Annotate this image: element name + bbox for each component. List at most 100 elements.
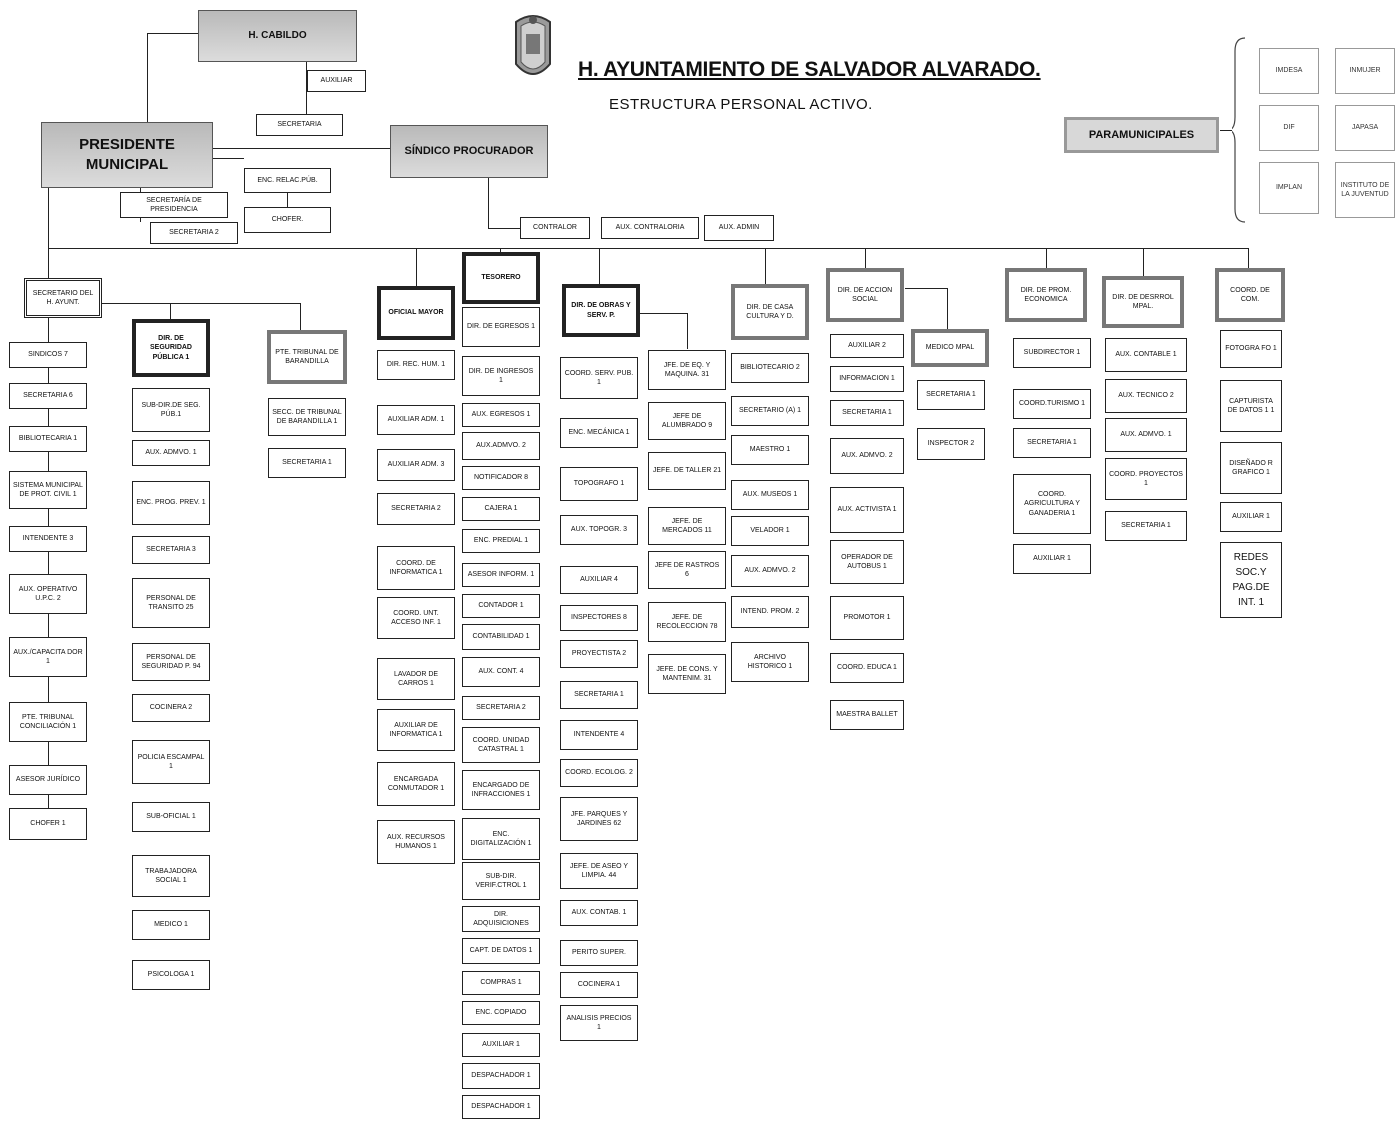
org-box-col8-0: AUXILIAR 2 <box>830 334 904 358</box>
org-box-col5-11: JEFE. DE ASEO Y LIMPIA. 44 <box>560 853 638 889</box>
org-box-col5-1: ENC. MECÁNICA 1 <box>560 418 638 448</box>
org-box-col5-9: COORD. ECOLOG. 2 <box>560 759 638 787</box>
org-box-col4-19: ENC. COPIADO <box>462 1001 540 1025</box>
org-box-col3-5: COORD. UNT. ACCESO INF. 1 <box>377 597 455 639</box>
paramunicipal-japasa: JAPASA <box>1335 105 1395 151</box>
org-box-col1-5: PERSONAL DE SEGURIDAD P. 94 <box>132 643 210 681</box>
paramunicipal-dif: DIF <box>1259 105 1319 151</box>
col-head-cultura: DIR. DE CASA CULTURA Y D. <box>731 284 809 340</box>
col-head-obras: DIR. DE OBRAS Y SERV. P. <box>562 284 640 337</box>
org-box-col8-2: SECRETARIA 1 <box>830 400 904 426</box>
org-box-col4-3: AUX.ADMVO. 2 <box>462 432 540 460</box>
org-box-col4-7: ASESOR INFORM. 1 <box>462 563 540 587</box>
org-box-col8-5: OPERADOR DE AUTOBUS 1 <box>830 540 904 584</box>
col-head-prom-economica: DIR. DE PROM. ECONOMICA <box>1005 268 1087 322</box>
org-box-col5-10: JFE. PARQUES Y JARDINES 62 <box>560 797 638 841</box>
col-head-seguridad: DIR. DE SEGURIDAD PÚBLICA 1 <box>132 319 210 377</box>
org-box-col10-0: SUBDIRECTOR 1 <box>1013 338 1091 368</box>
paramunicipal-inmujer: INMUJER <box>1335 48 1395 94</box>
org-box-col12-0: FOTOGRA FO 1 <box>1220 330 1282 368</box>
org-box-col4-6: ENC. PREDIAL 1 <box>462 529 540 553</box>
org-box-col0-8: ASESOR JURÍDICO <box>9 765 87 795</box>
org-box-col8-7: COORD. EDUCA 1 <box>830 653 904 683</box>
org-box-col5-0: COORD. SERV. PUB. 1 <box>560 357 638 399</box>
org-box-col4-14: ENC. DIGITALIZACIÓN 1 <box>462 818 540 860</box>
brace-icon <box>1232 37 1246 223</box>
org-box-col11-3: COORD. PROYECTOS 1 <box>1105 458 1187 500</box>
org-box-col4-1: DIR. DE INGRESOS 1 <box>462 356 540 396</box>
org-box-col4-2: AUX. EGRESOS 1 <box>462 403 540 427</box>
org-box-col12-3: AUXILIAR 1 <box>1220 502 1282 532</box>
org-box-col6-0: JFE. DE EQ. Y MAQUINA. 31 <box>648 350 726 390</box>
org-box-col6-2: JEFE. DE TALLER 21 <box>648 452 726 490</box>
org-box-col4-9: CONTABILIDAD 1 <box>462 624 540 650</box>
aux-admin-box: AUX. ADMIN <box>704 215 774 241</box>
org-box-col6-4: JEFE DE RASTROS 6 <box>648 551 726 589</box>
org-box-col4-13: ENCARGADO DE INFRACCIONES 1 <box>462 770 540 810</box>
org-box-col10-4: AUXILIAR 1 <box>1013 544 1091 574</box>
chofer-box: CHOFER. <box>244 207 331 233</box>
org-box-col7-3: AUX. MUSEOS 1 <box>731 480 809 510</box>
cabildo-secretaria-box: SECRETARIA <box>256 114 343 136</box>
org-box-col4-16: DIR. ADQUISICIONES <box>462 906 540 932</box>
org-box-col4-0: DIR. DE EGRESOS 1 <box>462 307 540 347</box>
org-box-col0-4: INTENDENTE 3 <box>9 526 87 552</box>
org-box-col4-8: CONTADOR 1 <box>462 594 540 618</box>
col-head-medico: MEDICO MPAL <box>911 329 989 367</box>
org-box-col6-6: JEFE. DE CONS. Y MANTENIM. 31 <box>648 654 726 694</box>
org-box-col1-8: SUB-OFICIAL 1 <box>132 802 210 832</box>
org-box-col8-1: INFORMACION 1 <box>830 366 904 392</box>
org-box-col12-2: DISEÑADO R GRAFICO 1 <box>1220 442 1282 494</box>
org-box-col4-18: COMPRAS 1 <box>462 971 540 995</box>
org-box-col1-6: COCINERA 2 <box>132 694 210 722</box>
paramunicipal-imdesa: IMDESA <box>1259 48 1319 94</box>
org-box-col10-2: SECRETARIA 1 <box>1013 428 1091 458</box>
org-box-col9-0: SECRETARIA 1 <box>917 380 985 410</box>
org-box-col7-5: AUX. ADMVO. 2 <box>731 555 809 587</box>
org-box-col3-6: LAVADOR DE CARROS 1 <box>377 658 455 700</box>
org-box-col3-8: ENCARGADA CONMUTADOR 1 <box>377 762 455 806</box>
org-box-col12-4: REDES SOC.Y PAG.DE INT. 1 <box>1220 542 1282 618</box>
sindico-box: SÍNDICO PROCURADOR <box>390 125 548 178</box>
secretaria-2-box: SECRETARIA 2 <box>150 222 238 244</box>
org-box-col6-5: JEFE. DE RECOLECCION 78 <box>648 602 726 642</box>
col-head-comunicacion: COORD. DE COM. <box>1215 268 1285 322</box>
org-box-col3-3: SECRETARIA 2 <box>377 493 455 525</box>
org-box-col8-8: MAESTRA BALLET <box>830 700 904 730</box>
org-box-col8-4: AUX. ACTIVISTA 1 <box>830 487 904 533</box>
secretaria-presidencia-box: SECRETARÍA DE PRESIDENCIA <box>120 192 228 218</box>
paramunicipales-box: PARAMUNICIPALES <box>1064 117 1219 153</box>
org-box-col5-12: AUX. CONTAB. 1 <box>560 900 638 926</box>
org-box-col4-12: COORD. UNIDAD CATASTRAL 1 <box>462 727 540 763</box>
col-head-accion-social: DIR. DE ACCION SOCIAL <box>826 268 904 322</box>
org-box-col7-4: VELADOR 1 <box>731 516 809 546</box>
org-box-col5-15: ANALISIS PRECIOS 1 <box>560 1005 638 1041</box>
org-box-col5-3: AUX. TOPOGR. 3 <box>560 515 638 545</box>
org-box-col11-4: SECRETARIA 1 <box>1105 511 1187 541</box>
org-box-col5-14: COCINERA 1 <box>560 972 638 998</box>
cabildo-box: H. CABILDO <box>198 10 357 62</box>
col-head-tribunal: PTE. TRIBUNAL DE BARANDILLA <box>267 330 347 384</box>
org-box-col5-4: AUXILIAR 4 <box>560 566 638 594</box>
org-box-col0-0: SINDICOS 7 <box>9 342 87 368</box>
org-box-col11-0: AUX. CONTABLE 1 <box>1105 338 1187 372</box>
org-box-col2-1: SECRETARIA 1 <box>268 448 346 478</box>
org-box-col4-4: NOTIFICADOR 8 <box>462 466 540 490</box>
org-box-col4-17: CAPT. DE DATOS 1 <box>462 938 540 964</box>
org-box-col3-9: AUX. RECURSOS HUMANOS 1 <box>377 820 455 864</box>
paramunicipal-implan: IMPLAN <box>1259 162 1319 214</box>
org-box-col6-3: JEFE. DE MERCADOS 11 <box>648 507 726 545</box>
org-box-col3-1: AUXILIAR ADM. 1 <box>377 405 455 435</box>
org-box-col5-13: PERITO SUPER. <box>560 940 638 966</box>
org-box-col4-10: AUX. CONT. 4 <box>462 657 540 687</box>
org-box-col0-7: PTE. TRIBUNAL CONCILIACIÓN 1 <box>9 702 87 742</box>
org-box-col1-3: SECRETARIA 3 <box>132 536 210 564</box>
org-box-col5-7: SECRETARIA 1 <box>560 681 638 709</box>
org-box-col7-1: SECRETARIO (A) 1 <box>731 396 809 426</box>
org-box-col1-0: SUB-DIR.DE SEG. PÚB.1 <box>132 388 210 432</box>
org-box-col1-10: MEDICO 1 <box>132 910 210 940</box>
org-box-col7-7: ARCHIVO HISTORICO 1 <box>731 642 809 682</box>
aux-contraloria-box: AUX. CONTRALORIA <box>601 217 699 239</box>
org-box-col5-2: TOPOGRAFO 1 <box>560 467 638 501</box>
